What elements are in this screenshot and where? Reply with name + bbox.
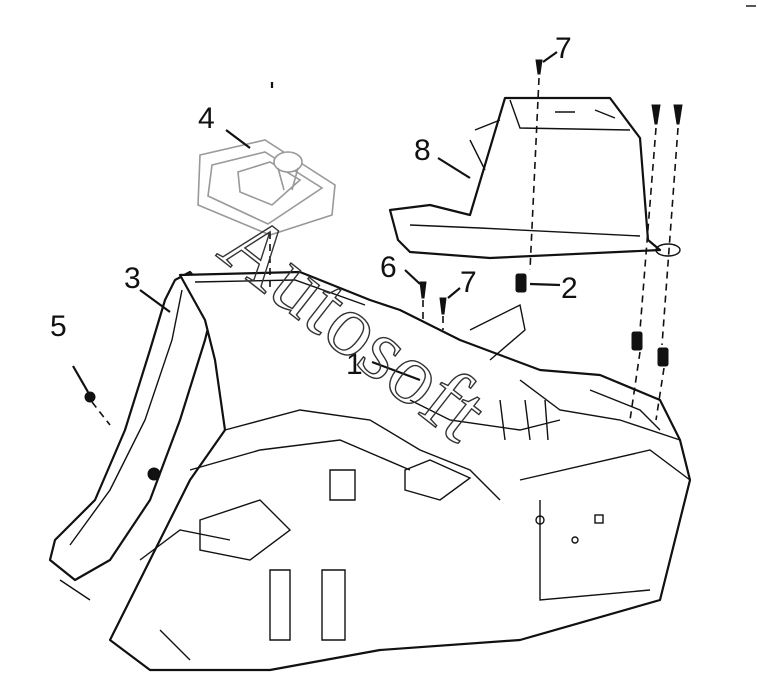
fasteners [84, 59, 683, 403]
assembly-lines [91, 77, 679, 426]
leader-lines [72, 51, 561, 393]
part-8-console-cover [388, 96, 681, 260]
callout-labels: 4 3 5 1 2 6 7 7 8 [50, 32, 578, 381]
callout-7-lower: 7 [460, 266, 477, 299]
callout-2: 2 [561, 272, 578, 305]
callout-8: 8 [414, 134, 431, 167]
part-4-shift-boot [197, 139, 336, 236]
callout-4: 4 [198, 102, 215, 135]
callout-1: 1 [346, 348, 363, 381]
main-console-body [59, 270, 692, 672]
callout-3: 3 [124, 262, 141, 295]
callout-6: 6 [380, 251, 397, 284]
callout-7-upper: 7 [555, 32, 572, 65]
callout-5: 5 [50, 310, 67, 343]
